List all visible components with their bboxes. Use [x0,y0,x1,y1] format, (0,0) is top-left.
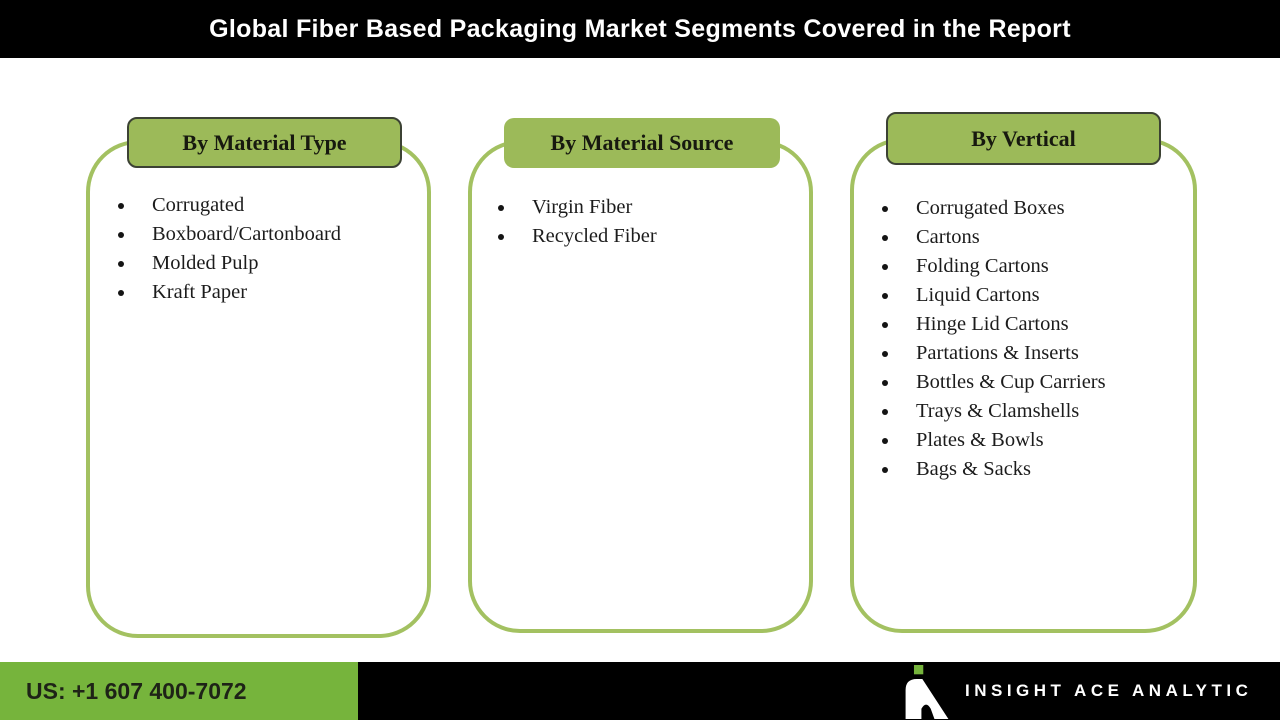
brand-block: INSIGHT ACE ANALYTIC [905,662,1252,720]
list-item: Corrugated [118,191,341,220]
page-title: Global Fiber Based Packaging Market Segm… [209,14,1071,43]
bullet-icon [498,204,504,211]
list-item-label: Plates & Bowls [916,429,1044,451]
panel-material-source [468,140,813,633]
panel-vertical [850,138,1197,633]
badge-material-source-label: By Material Source [550,130,734,155]
title-bar: Global Fiber Based Packaging Market Segm… [0,0,1280,58]
list-item: Liquid Cartons [882,281,1106,310]
list-item-label: Hinge Lid Cartons [916,313,1069,335]
list-item-label: Boxboard/Cartonboard [152,223,342,245]
badge-material-type-label: By Material Type [182,129,347,155]
list-item-label: Trays & Clamshells [916,400,1080,422]
badge-vertical: By Vertical [886,112,1161,165]
vertical-list: Corrugated Boxes Cartons Folding Cartons… [882,194,1106,484]
list-item: Bottles & Cup Carriers [882,368,1106,397]
list-item-label: Corrugated Boxes [916,197,1065,219]
bullet-icon [118,202,124,209]
list-item-label: Molded Pulp [152,252,259,274]
list-item: Plates & Bowls [882,426,1106,455]
list-item-label: Bags & Sacks [916,458,1032,480]
insight-ace-logo-icon [905,665,949,719]
list-item-label: Kraft Paper [152,281,248,303]
bullet-icon [882,466,888,473]
list-item-label: Cartons [916,226,980,248]
bullet-icon [882,263,888,270]
bullet-icon [118,231,124,238]
bullet-icon [882,408,888,415]
list-item: Folding Cartons [882,252,1106,281]
bullet-icon [882,292,888,299]
list-item: Bags & Sacks [882,455,1106,484]
bullet-icon [882,205,888,212]
badge-material-source: By Material Source [504,118,780,168]
bullet-icon [118,260,124,267]
list-item-label: Bottles & Cup Carriers [916,371,1106,393]
bullet-icon [882,379,888,386]
list-item-label: Recycled Fiber [532,225,657,247]
bullet-icon [882,350,888,357]
list-item: Cartons [882,223,1106,252]
list-item: Virgin Fiber [498,193,657,222]
bullet-icon [498,233,504,240]
list-item-label: Folding Cartons [916,255,1049,277]
badge-vertical-label: By Vertical [971,125,1076,151]
list-item: Kraft Paper [118,278,341,307]
material-source-list: Virgin Fiber Recycled Fiber [498,193,657,251]
bullet-icon [882,437,888,444]
list-item: Boxboard/Cartonboard [118,220,341,249]
list-item-label: Liquid Cartons [916,284,1040,306]
bullet-icon [882,321,888,328]
panel-material-type [86,140,431,638]
list-item: Trays & Clamshells [882,397,1106,426]
list-item: Recycled Fiber [498,222,657,251]
phone-number: US: +1 607 400-7072 [26,677,247,704]
list-item-label: Virgin Fiber [532,196,633,218]
material-type-list: Corrugated Boxboard/Cartonboard Molded P… [118,191,341,307]
list-item: Hinge Lid Cartons [882,310,1106,339]
badge-material-type: By Material Type [127,117,402,168]
bullet-icon [118,289,124,296]
list-item: Partations & Inserts [882,339,1106,368]
bullet-icon [882,234,888,241]
list-item-label: Corrugated [152,194,245,216]
list-item: Corrugated Boxes [882,194,1106,223]
phone-box: US: +1 607 400-7072 [0,662,358,720]
brand-name: INSIGHT ACE ANALYTIC [965,681,1253,700]
list-item-label: Partations & Inserts [916,342,1079,364]
list-item: Molded Pulp [118,249,341,278]
